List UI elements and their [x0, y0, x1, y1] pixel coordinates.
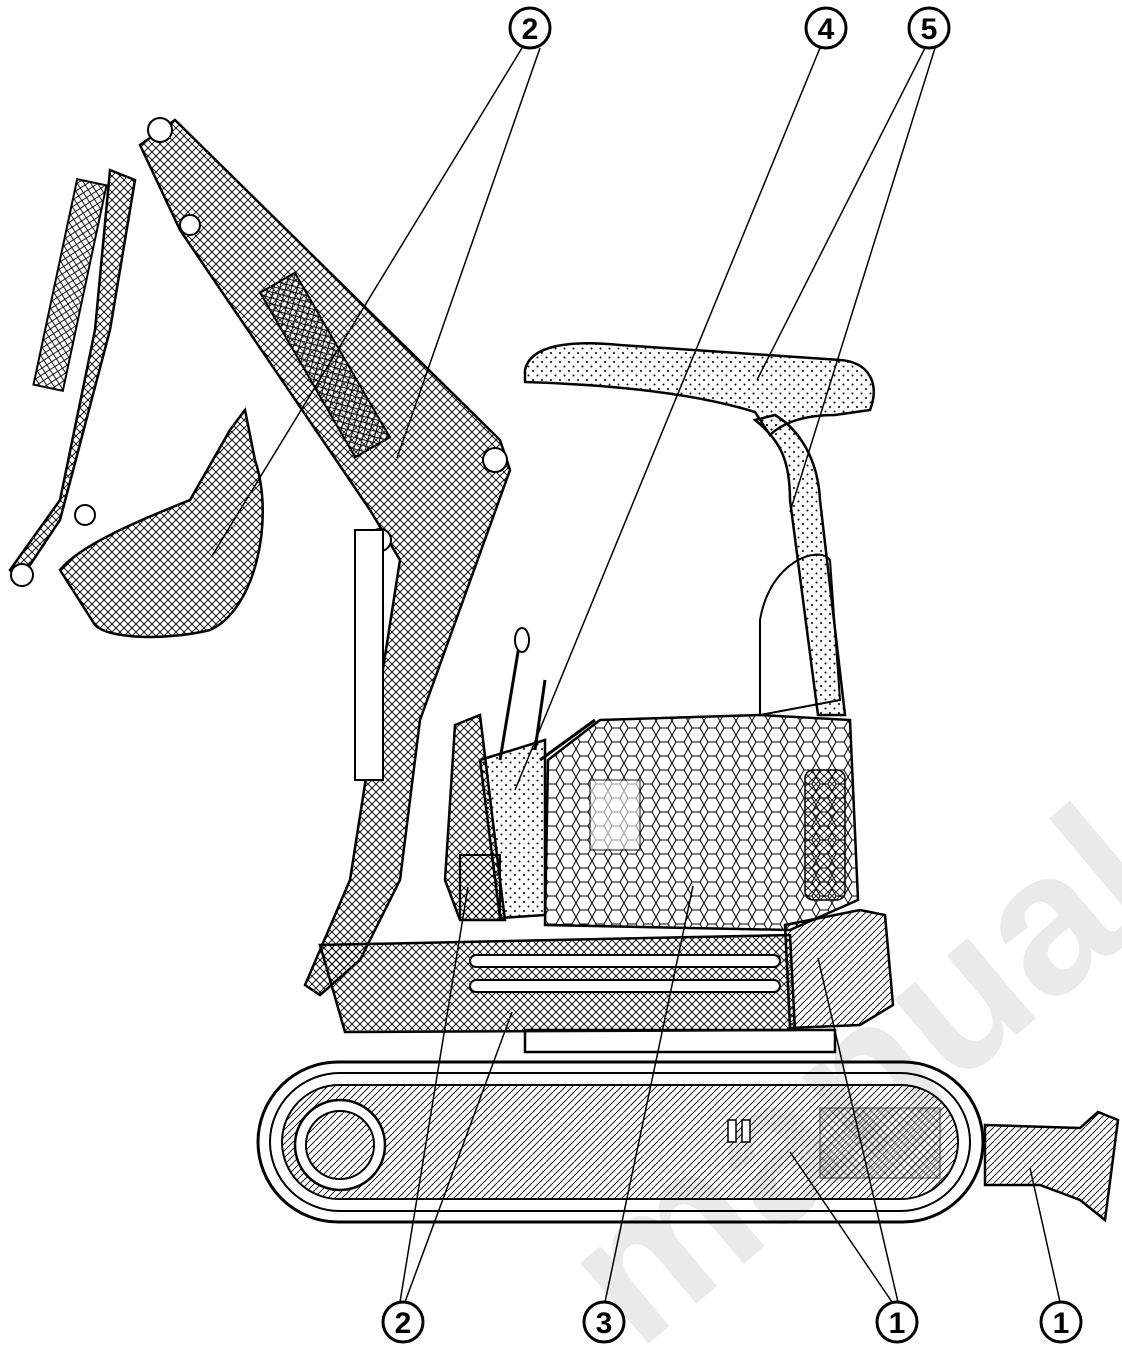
callout-1-track: 1 [875, 1300, 919, 1344]
callout-label: 1 [889, 1307, 906, 1340]
callout-label: 3 [596, 1307, 613, 1340]
callout-label: 2 [522, 13, 539, 46]
swing-bearing [523, 1028, 837, 1054]
callout-1-blade: 1 [1039, 1300, 1083, 1344]
dozer-blade [983, 1110, 1120, 1223]
counterweight [783, 908, 895, 1030]
track-assembly [256, 1060, 985, 1224]
callout-3: 3 [582, 1300, 626, 1344]
leader-lines [211, 47, 1061, 1303]
arm [8, 168, 137, 587]
canopy [523, 342, 875, 717]
callout-4: 4 [804, 6, 848, 50]
callout-5: 5 [907, 6, 951, 50]
callout-label: 1 [1053, 1307, 1070, 1340]
callout-label: 2 [395, 1307, 412, 1340]
engine-hood [543, 713, 860, 932]
bucket [58, 407, 265, 639]
callout-2-bottom: 2 [381, 1300, 425, 1344]
callout-label: 4 [818, 13, 835, 46]
boom [138, 117, 512, 997]
upper-frame [318, 933, 797, 1034]
callout-2-top: 2 [508, 6, 552, 50]
callout-label: 5 [921, 13, 938, 46]
